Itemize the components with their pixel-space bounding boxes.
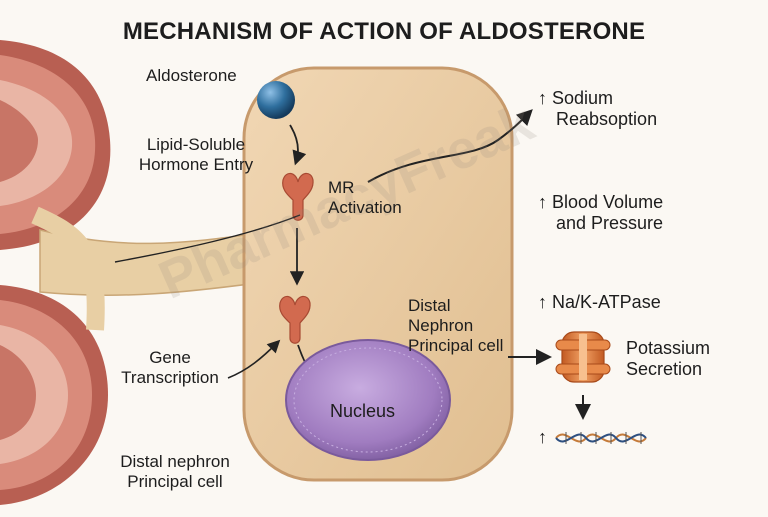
page-title: MECHANISM OF ACTION OF ALDOSTERONE [122, 18, 646, 45]
distal-cell-bottom-label: Distal nephron Principal cell [120, 452, 230, 492]
lipid-entry-label: Lipid-Soluble Hormone Entry [138, 135, 254, 175]
potassium-secretion-label: Potassium Secretion [626, 338, 711, 380]
mr-leader-line [114, 214, 301, 263]
blood-volume-label: ↑ Blood Volume and Pressure [538, 192, 664, 234]
mr-receptor [282, 172, 314, 221]
gene-leader-arrow [227, 339, 281, 379]
nucleus-label: Nucleus [330, 401, 396, 421]
na-k-atpase-label: ↑ Na/K-ATPase [538, 292, 661, 312]
dna-helix-icon [555, 432, 647, 444]
entry-arrow [289, 124, 307, 166]
aldosterone-label: Aldosterone [146, 66, 237, 85]
sodium-reabsorption-label: ↑ Sodium Reabsoption [538, 88, 658, 130]
aldosterone-molecule [257, 81, 295, 119]
na-k-atpase-channel [555, 331, 611, 383]
nucleus [285, 339, 451, 461]
kidney-illustration [0, 40, 266, 505]
distal-cell-inside-label: Distal Nephron Principal cell [408, 296, 504, 356]
dna-bound-receptor [279, 295, 311, 344]
up-arrow-glyph: ↑ [538, 427, 547, 447]
gene-transcription-label: Gene Transcription [121, 348, 219, 388]
sodium-arrow [367, 109, 533, 183]
mr-activation-label: MR Activation [328, 178, 402, 218]
